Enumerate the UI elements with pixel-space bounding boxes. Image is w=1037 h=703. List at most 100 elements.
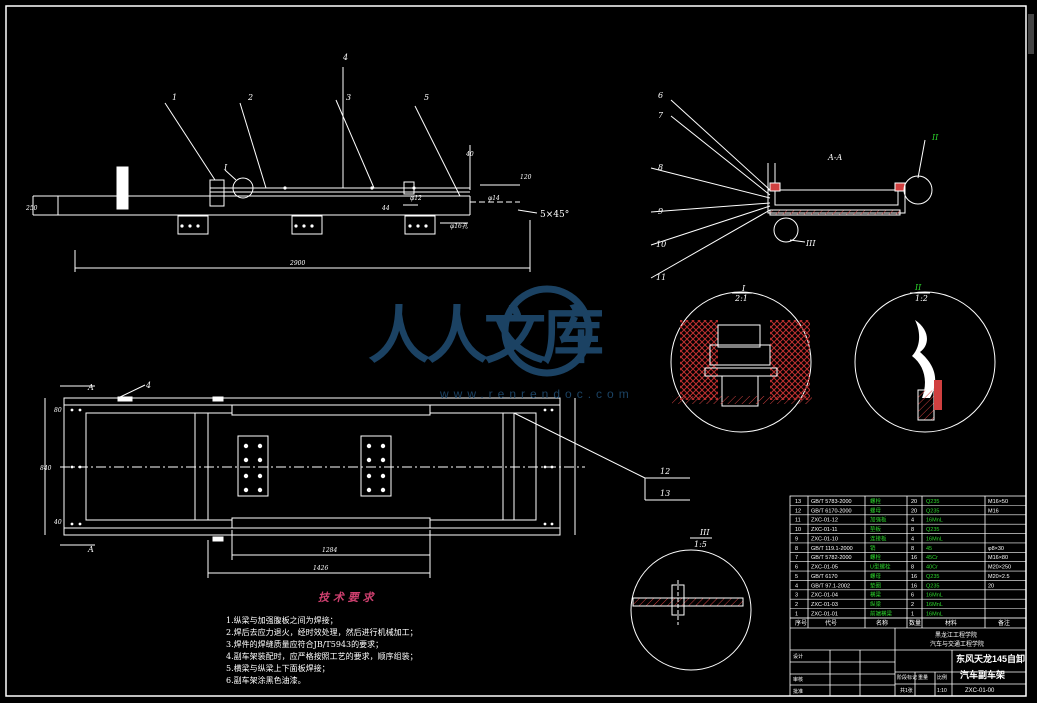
watermark-logo-text: 人人文库 xyxy=(368,302,603,371)
parts-list-cell: 螺栓 xyxy=(870,553,882,561)
dim-height-left: 250 xyxy=(25,205,38,212)
weight-label: 重量 xyxy=(918,674,928,681)
parts-list-cell: 连接板 xyxy=(870,534,887,542)
parts-list-cell: 2 xyxy=(911,602,914,608)
parts-list-cell: 11 xyxy=(795,518,801,524)
parts-list-cell: 20 xyxy=(911,508,917,514)
parts-list-cell: GB/T 6170 xyxy=(811,574,838,580)
dim-left-small-2: 40 xyxy=(53,519,62,526)
parts-list-cell: Q235 xyxy=(926,583,939,589)
detail-ii xyxy=(854,291,996,433)
dim-right-small: 120 xyxy=(520,174,532,181)
section-labels: A-A 6 7 8 9 10 11 II III xyxy=(656,91,939,282)
sheet-count: 共1张 xyxy=(900,687,913,694)
section-mark-bottom: A xyxy=(87,545,94,554)
parts-list-cell: 12 xyxy=(795,508,801,514)
parts-list-cell: 加强板 xyxy=(870,516,887,524)
detail-i-label: I 2:1 xyxy=(732,284,752,303)
parts-list-cell: U型螺栓 xyxy=(870,563,891,571)
dim-bolt-dia: φ12 xyxy=(410,195,422,202)
detail-iii-label: III 1:5 xyxy=(690,528,712,549)
parts-list-cell: 16MnL xyxy=(926,602,943,608)
drawing-border xyxy=(5,5,1027,697)
parts-list-cell: GB/T 6170-2000 xyxy=(811,508,852,514)
parts-list-cell: 40Cr xyxy=(926,565,938,571)
parts-list-grid xyxy=(789,495,1027,697)
parts-list-cell: ZXC-01-11 xyxy=(811,527,838,533)
detail-ref-i: I xyxy=(223,163,228,172)
dim-overall-length: 2900 xyxy=(289,260,305,267)
parts-list-cell: 16MnL xyxy=(926,593,943,599)
parts-list-cell: 16 xyxy=(911,555,917,561)
chamfer-note: 5×45° xyxy=(540,210,569,220)
dept-name: 汽车与交通工程学院 xyxy=(930,640,984,648)
dim-width: 840 xyxy=(40,465,52,472)
plan-labels: A A 4 12 13 840 1284 1426 80 40 xyxy=(40,381,670,572)
callout-2: 2 xyxy=(247,93,253,102)
stage-label: 阶段标记 xyxy=(897,674,917,681)
parts-list-cell: ZXC-01-10 xyxy=(811,536,838,542)
section-view xyxy=(650,99,933,279)
dim-left-small-1: 80 xyxy=(54,407,62,414)
parts-list-cell: ZXC-01-12 xyxy=(811,518,838,524)
parts-header-code: 代号 xyxy=(825,619,837,627)
section-label: A-A xyxy=(827,153,842,162)
parts-list-cell: 3 xyxy=(795,593,798,599)
parts-list-cell: 45 xyxy=(926,546,932,552)
parts-list-cell: 9 xyxy=(795,536,798,542)
parts-list-cell: 1 xyxy=(911,612,914,618)
detail-i xyxy=(670,291,812,433)
detail-ref-iii: III xyxy=(805,239,816,248)
parts-header-material: 材料 xyxy=(945,619,957,627)
parts-list-cell: 16 xyxy=(911,574,917,580)
parts-list-cell: 螺栓 xyxy=(870,497,882,505)
parts-list-cell: GB/T 5782-2000 xyxy=(811,555,852,561)
tech-req-title: 技 术 要 求 xyxy=(318,591,375,604)
tech-req-item: 3.焊件的焊缝质量应符合JB/T5943的要求； xyxy=(226,639,383,649)
tech-req-item: 5.横梁与纵梁上下面板焊接； xyxy=(226,663,330,673)
callout-1: 1 xyxy=(172,93,177,102)
parts-list-cell: 2 xyxy=(795,602,798,608)
title-block-labels: 序号 代号 名称 数量 材料 备注 黑龙江工程学院 汽车与交通工程学院 东风天龙… xyxy=(793,619,1025,695)
parts-list-cell: ZXC-01-03 xyxy=(811,602,838,608)
parts-list-cell: M16×80 xyxy=(988,555,1008,561)
parts-list-cell: GB/T 119.1-2000 xyxy=(811,546,853,552)
detail-i-scale: 2:1 xyxy=(734,294,748,303)
section-mark-top: A xyxy=(87,383,94,392)
designer-label: 设计 xyxy=(793,653,803,660)
plan-holes xyxy=(70,408,554,526)
parts-list-cell: 前端横梁 xyxy=(870,610,893,618)
parts-list-cell: M20×250 xyxy=(988,565,1011,571)
parts-list-cell: 螺母 xyxy=(870,572,882,580)
parts-list-cell: 20 xyxy=(988,583,994,589)
parts-list-cell: 7 xyxy=(795,555,798,561)
tech-req-item: 4.副车架装配时，应严格按照工艺的要求，顺序组装； xyxy=(226,651,418,661)
detail-iii xyxy=(630,549,752,671)
parts-list-cell: 垫板 xyxy=(870,525,882,533)
parts-list-cell: Q235 xyxy=(926,508,939,514)
parts-header-qty: 数量 xyxy=(909,619,921,627)
parts-list-cell: 5 xyxy=(795,574,798,580)
parts-list-cell: ZXC-01-01 xyxy=(811,612,838,618)
parts-list-cell: Q235 xyxy=(926,527,939,533)
parts-list-cell: 16MnL xyxy=(926,536,943,542)
elevation-holes xyxy=(180,186,428,228)
parts-list-cell: 1 xyxy=(795,612,798,618)
parts-list-cell: 16 xyxy=(911,583,917,589)
parts-list-cell: 4 xyxy=(911,518,914,524)
callout-8: 8 xyxy=(658,163,663,172)
parts-list-cell: M20×2.5 xyxy=(988,574,1010,580)
detail-ref-ii: II xyxy=(931,133,939,142)
parts-header-name: 名称 xyxy=(876,619,888,627)
parts-list-cell: 16MnL xyxy=(926,518,943,524)
watermark-logo: 人人文库 www.renrendoc.com xyxy=(368,285,629,401)
parts-list-cell: 垫圈 xyxy=(870,581,882,589)
dim-outer-length: 1426 xyxy=(313,565,328,572)
parts-list-cell: 16MnL xyxy=(926,612,943,618)
drawing-name: 汽车副车架 xyxy=(960,669,1005,680)
callout-5: 5 xyxy=(424,93,429,102)
parts-list-cell: 20 xyxy=(911,499,917,505)
scrollbar-fragment xyxy=(1028,14,1034,54)
parts-list-cell: 6 xyxy=(911,593,914,599)
parts-list-cell: M16×50 xyxy=(988,499,1008,505)
